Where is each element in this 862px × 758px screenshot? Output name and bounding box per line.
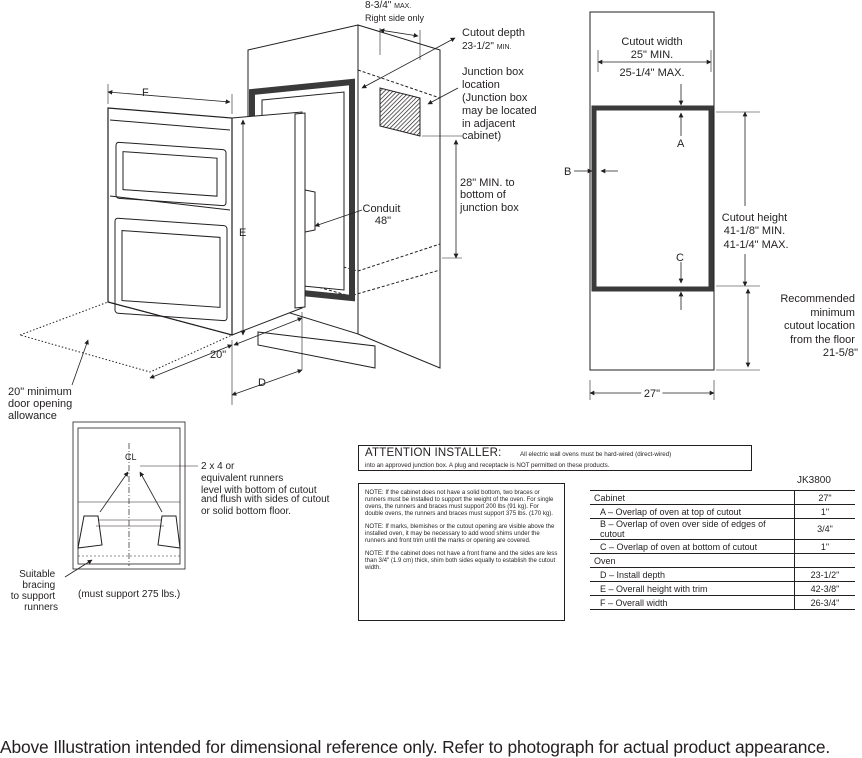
spec-label: F – Overall width [590,595,795,610]
label-a: A [677,138,685,150]
spec-label: Oven [590,553,795,568]
spec-label: B – Overlap of oven over side of edges o… [590,518,795,540]
label-junction-box: Junction box location (Junction box may … [462,66,540,142]
label-20: 20" [210,349,226,361]
note-front-frame: NOTE: If the cabinet does not have a fro… [365,550,558,571]
spec-value: 3/4" [794,518,855,540]
label-bracing: Suitable bracing to support runners [11,569,58,613]
label-door-allowance: 20" minimum door opening allowance [8,386,75,422]
oven-side [231,111,303,336]
label-conduit: Conduit 48" [363,203,404,227]
elevation-labels: 8-3/4" MAX. Right side only Cutout depth… [8,0,540,422]
spec-label: D – Install depth [590,567,795,582]
label-cutout-depth-value: 23-1/2" MIN. [462,41,512,52]
model-number: JK3800 [797,475,831,486]
label-f: F [142,87,149,99]
label-b: B [564,166,571,178]
table-row: B – Overlap of oven over side of edges o… [590,518,855,540]
label-d: D [258,377,266,389]
cutout-opening [591,105,714,292]
cutout-labels: Cutout width 25" MIN. 25-1/4" MAX. A B C… [564,36,858,403]
label-c: C [676,252,684,264]
spec-value: 27" [794,490,855,505]
attention-line-2: into an approved junction box. A plug an… [365,462,610,469]
label-cutout-width-min: 25" MIN. [631,49,673,61]
cabinet-base [257,331,376,369]
attention-installer-box: ATTENTION INSTALLER: All electric wall o… [358,445,752,471]
attention-line-1: All electric wall ovens must be hard-wir… [519,451,672,458]
door-opening-allowance [18,301,234,373]
spec-value: 1" [794,504,855,519]
spec-value: 26-3/4" [794,595,855,610]
spec-label: C – Overlap of oven at bottom of cutout [590,539,795,554]
runners-labels: CL 2 x 4 or equivalent runners level wit… [11,452,332,613]
cutout-front-view [574,11,760,400]
spec-value [794,553,855,568]
right-runner [157,515,181,549]
installation-notes: NOTE: If the cabinet does not have a sol… [358,483,565,621]
spec-value: 23-1/2" [794,567,855,582]
cabinet-outline [589,11,715,371]
spec-label: A – Overlap of oven at top of cutout [590,504,795,519]
label-e: E [239,227,246,239]
spec-label: Cabinet [590,490,795,505]
label-cutout-depth: Cutout depth [462,27,525,39]
table-row: Oven [590,553,855,568]
label-runners-note: 2 x 4 or equivalent runners level with b… [201,461,332,517]
spec-value: 42-3/8" [794,581,855,596]
label-recommended-location: Recommended minimum cutout location from… [780,293,858,359]
label-27: 27" [644,388,660,400]
label-cutout-height: Cutout height 41-1/8" MIN. 41-1/4" MAX. [722,212,791,251]
junction-box [379,87,421,137]
attention-title: ATTENTION INSTALLER: [365,447,502,459]
label-right-side-only: Right side only [365,13,425,23]
note-marks-blemishes: NOTE: If marks, blemishes or the cutout … [365,523,555,544]
spec-value: 1" [794,539,855,554]
label-cutout-width-max: 25-1/4" MAX. [619,67,684,79]
left-runner [77,515,103,549]
cabinet-front [357,24,441,369]
spec-label: E – Overall height with trim [590,581,795,596]
runners-detail [64,421,198,578]
label-cutout-width: Cutout width [621,36,682,48]
note-solid-bottom: NOTE: If the cabinet does not have a sol… [365,489,554,517]
label-width-max: 8-3/4" MAX. [365,0,411,11]
label-centerline: CL [125,452,137,462]
label-min-junction-box: 28" MIN. to bottom of junction box [459,177,519,214]
cabinet-elevation [18,24,462,405]
label-must-support: (must support 275 lbs.) [78,589,180,600]
footer-disclaimer: Above Illustration intended for dimensio… [0,737,831,757]
